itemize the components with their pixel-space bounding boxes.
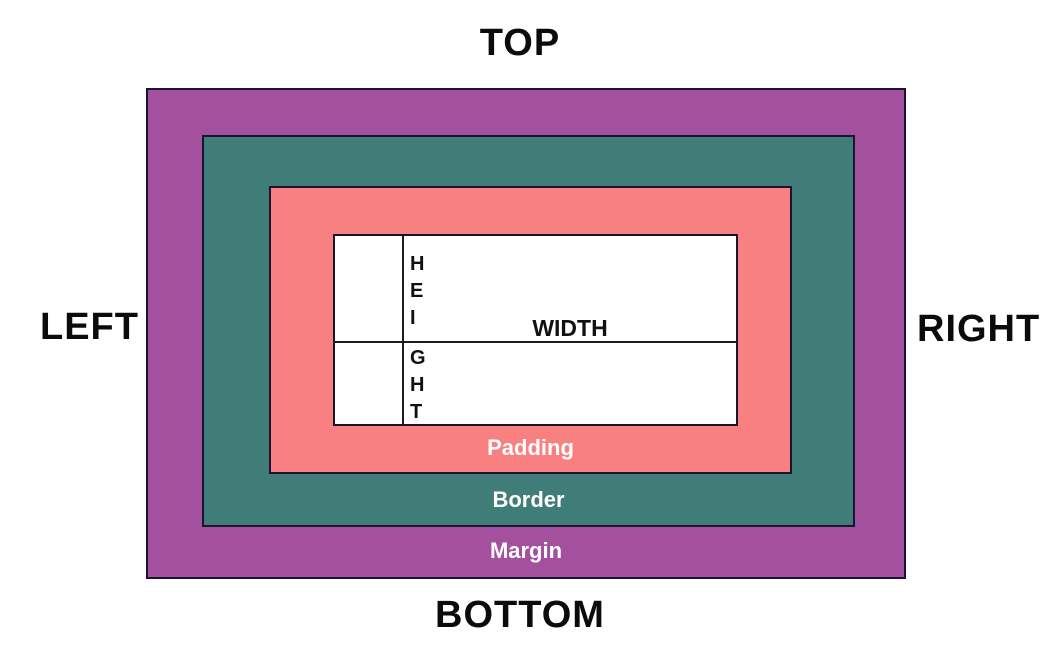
- top-label: TOP: [479, 22, 561, 64]
- height-label: H E I G H T: [410, 253, 426, 428]
- right-label: RIGHT: [917, 308, 1040, 350]
- content-box: WIDTH H E I G H T: [333, 234, 738, 426]
- width-label: WIDTH: [532, 315, 608, 341]
- height-letter: H: [410, 374, 425, 396]
- margin-label: Margin: [489, 538, 563, 563]
- width-axis-line: [335, 341, 736, 343]
- left-label: LEFT: [40, 306, 139, 348]
- height-axis-line: [402, 236, 404, 424]
- height-letter: H: [410, 253, 425, 275]
- padding-label: Padding: [487, 435, 574, 460]
- padding-layer-box: Padding WIDTH H E I G H T: [269, 186, 792, 474]
- bottom-label: BOTTOM: [435, 594, 605, 636]
- height-letter: T: [410, 401, 423, 423]
- height-letter: E: [410, 280, 424, 302]
- border-label: Border: [492, 487, 565, 512]
- height-letter: I: [410, 307, 416, 329]
- height-letter: G: [410, 347, 426, 369]
- border-layer-box: Border Padding WIDTH H E I G H T: [202, 135, 855, 527]
- margin-layer-box: Margin Border Padding WIDTH H E I G H T: [146, 88, 906, 579]
